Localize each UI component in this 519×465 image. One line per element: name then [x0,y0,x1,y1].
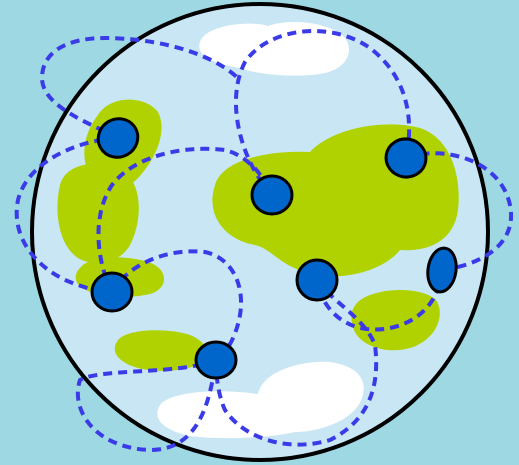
east-island [351,290,440,351]
orbit-loop-left [14,136,119,294]
southwest-island [114,330,207,371]
orbit-loop-center-arc [96,146,274,293]
node-south-center [295,258,339,302]
globe-outline [30,2,490,462]
node-west [90,271,134,313]
orbit-loop-bottom [75,358,218,453]
node-northwest [96,117,140,159]
orbit-links [14,29,514,453]
orbit-loop-lower-left [110,249,243,362]
orbit-loop-top-right [233,29,412,197]
top-cloud [199,22,349,76]
bottom-cloud [157,361,364,439]
orbit-loop-lower-right [315,269,444,332]
orbit-loop-upper-left [39,35,242,140]
west-landmass [57,163,139,264]
orbit-loop-bottom-right [214,278,379,447]
orbit-loop-right [405,151,514,272]
node-northeast [384,137,428,179]
node-center [250,174,294,216]
node-south [194,340,238,380]
satellite-nodes [90,117,458,380]
node-east [426,246,458,294]
